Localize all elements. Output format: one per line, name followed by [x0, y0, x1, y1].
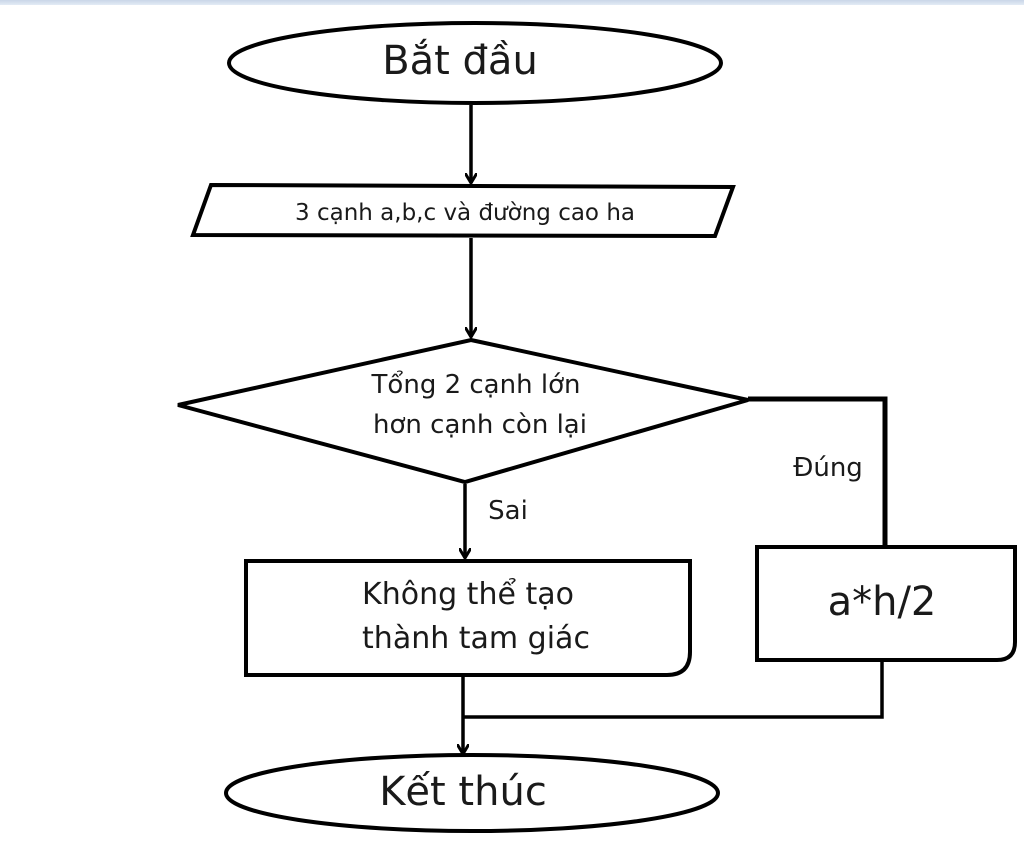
yes-output-label: a*h/2 — [828, 579, 937, 625]
no-output-node — [244, 559, 692, 677]
decision-label-line2: hơn cạnh còn lại — [373, 410, 587, 440]
decision-node — [177, 337, 749, 485]
yes-output-node — [755, 545, 1017, 662]
no-output-label-line1: Không thể tạo — [362, 576, 574, 612]
connector-decision-yes — [748, 396, 888, 547]
start-node — [227, 21, 723, 105]
input-label: 3 cạnh a,b,c và đường cao ha — [295, 200, 635, 226]
end-node — [224, 753, 720, 833]
start-label: Bắt đầu — [382, 38, 538, 84]
decision-label-line1: Tổng 2 cạnh lớn — [371, 369, 581, 400]
window-top-bar — [0, 0, 1024, 5]
no-output-label-line2: thành tam giác — [362, 621, 590, 656]
no-branch-label: Sai — [488, 496, 528, 526]
end-label: Kết thúc — [379, 769, 547, 815]
yes-branch-label: Đúng — [793, 453, 863, 483]
input-node — [190, 182, 736, 239]
connector-yes-merge — [463, 661, 884, 719]
